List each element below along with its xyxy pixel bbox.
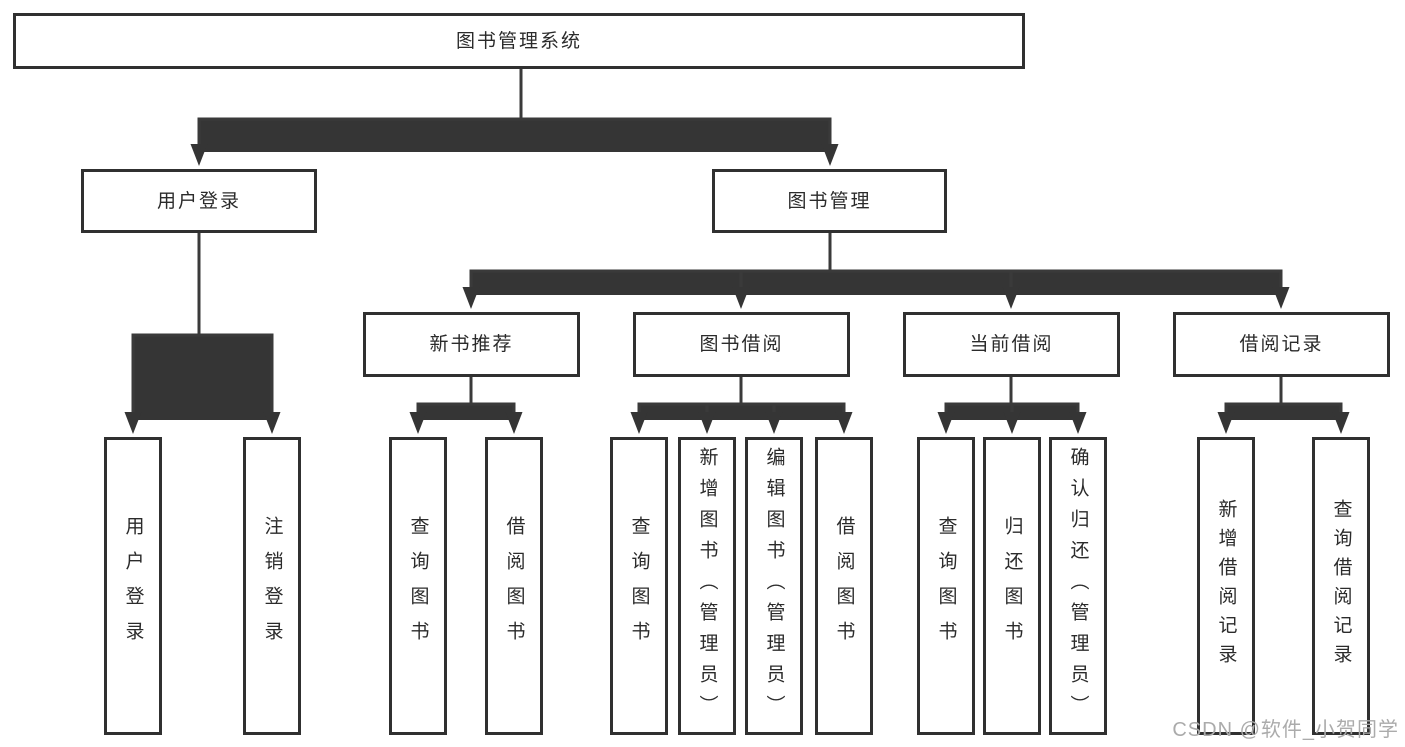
- leaf-logout: 注销登录: [243, 437, 301, 735]
- connector-borrowing-records-path: [1224, 377, 1343, 420]
- node-book-borrowing: 图书借阅: [633, 312, 850, 377]
- node-new-book-recommendation: 新书推荐: [363, 312, 580, 377]
- leaf-label: 注销登录: [261, 516, 283, 656]
- leaf-label: 用户登录: [122, 516, 144, 656]
- arrow-down-icon: [937, 412, 955, 434]
- arrow-down-icon: [698, 412, 716, 434]
- arrow-down-icon: [732, 287, 750, 309]
- leaf-query-books-current: 查询图书: [917, 437, 975, 735]
- arrow-down-icon: [409, 412, 427, 434]
- arrow-down-icon: [190, 144, 208, 166]
- node-label: 图书管理系统: [455, 30, 582, 52]
- arrow-down-icon: [821, 144, 839, 166]
- connector-root: [190, 68, 839, 166]
- leaf-borrow-books-borrowing: 借阅图书: [815, 437, 873, 735]
- leaf-confirm-return-admin: 确认归还（管理员）: [1049, 437, 1107, 735]
- arrow-down-icon: [1003, 412, 1021, 434]
- node-label: 图书借阅: [699, 334, 784, 355]
- connector-book-borrowing: [630, 377, 853, 434]
- leaf-label: 查询借阅记录: [1330, 499, 1352, 673]
- leaf-label: 编辑图书（管理员）: [763, 446, 785, 726]
- node-label: 图书管理: [787, 190, 872, 212]
- leaf-query-borrowing-record: 查询借阅记录: [1312, 437, 1370, 735]
- leaf-edit-books-admin: 编辑图书（管理员）: [745, 437, 803, 735]
- node-book-management: 图书管理: [712, 169, 947, 233]
- csdn-watermark: CSDN @软件_小贺同学: [1172, 719, 1399, 741]
- leaf-label: 查询图书: [628, 516, 650, 656]
- leaf-return-books: 归还图书: [983, 437, 1041, 735]
- arrow-down-icon: [765, 412, 783, 434]
- connector-new-book-recommendation: [409, 377, 523, 434]
- connector-current-borrowing: [937, 377, 1087, 434]
- leaf-query-books-borrowing: 查询图书: [610, 437, 668, 735]
- arrow-down-icon: [630, 412, 648, 434]
- arrow-down-icon: [1332, 412, 1350, 434]
- node-current-borrowing: 当前借阅: [903, 312, 1120, 377]
- node-borrowing-records: 借阅记录: [1173, 312, 1390, 377]
- leaf-label: 查询图书: [407, 516, 429, 656]
- connector-user-login-path: [131, 233, 274, 420]
- arrow-down-icon: [263, 412, 281, 434]
- connector-borrowing-records: [1217, 377, 1350, 434]
- leaf-label: 查询图书: [935, 516, 957, 656]
- arrow-down-icon: [505, 412, 523, 434]
- leaf-add-borrowing-record: 新增借阅记录: [1197, 437, 1255, 735]
- arrow-down-icon: [1002, 287, 1020, 309]
- connector-user-login: [124, 233, 281, 434]
- node-user-login: 用户登录: [81, 169, 317, 233]
- arrow-down-icon: [835, 412, 853, 434]
- arrow-down-icon: [124, 412, 142, 434]
- connector-new-book-recommendation-path: [416, 377, 516, 420]
- arrow-down-icon: [1217, 412, 1235, 434]
- connector-root-path: [197, 68, 832, 152]
- leaf-label: 借阅图书: [503, 516, 525, 656]
- node-label: 用户登录: [156, 190, 241, 212]
- leaf-add-books-admin: 新增图书（管理员）: [678, 437, 736, 735]
- leaf-label: 借阅图书: [833, 516, 855, 656]
- node-label: 借阅记录: [1239, 334, 1324, 355]
- connector-book-management: [462, 233, 1290, 309]
- node-label: 新书推荐: [429, 334, 514, 355]
- leaf-label: 新增借阅记录: [1215, 499, 1237, 673]
- connector-book-management-path: [469, 233, 1283, 295]
- arrow-down-icon: [1272, 287, 1290, 309]
- leaf-borrow-books-recommend: 借阅图书: [485, 437, 543, 735]
- leaf-user-login: 用户登录: [104, 437, 162, 735]
- node-label: 当前借阅: [969, 334, 1054, 355]
- arrow-down-icon: [462, 287, 480, 309]
- connector-book-borrowing-path: [637, 377, 846, 420]
- arrow-down-icon: [1069, 412, 1087, 434]
- leaf-label: 确认归还（管理员）: [1067, 446, 1089, 726]
- leaf-label: 新增图书（管理员）: [696, 446, 718, 726]
- node-library-management-system: 图书管理系统: [13, 13, 1025, 69]
- leaf-label: 归还图书: [1001, 516, 1023, 656]
- leaf-query-books-recommend: 查询图书: [389, 437, 447, 735]
